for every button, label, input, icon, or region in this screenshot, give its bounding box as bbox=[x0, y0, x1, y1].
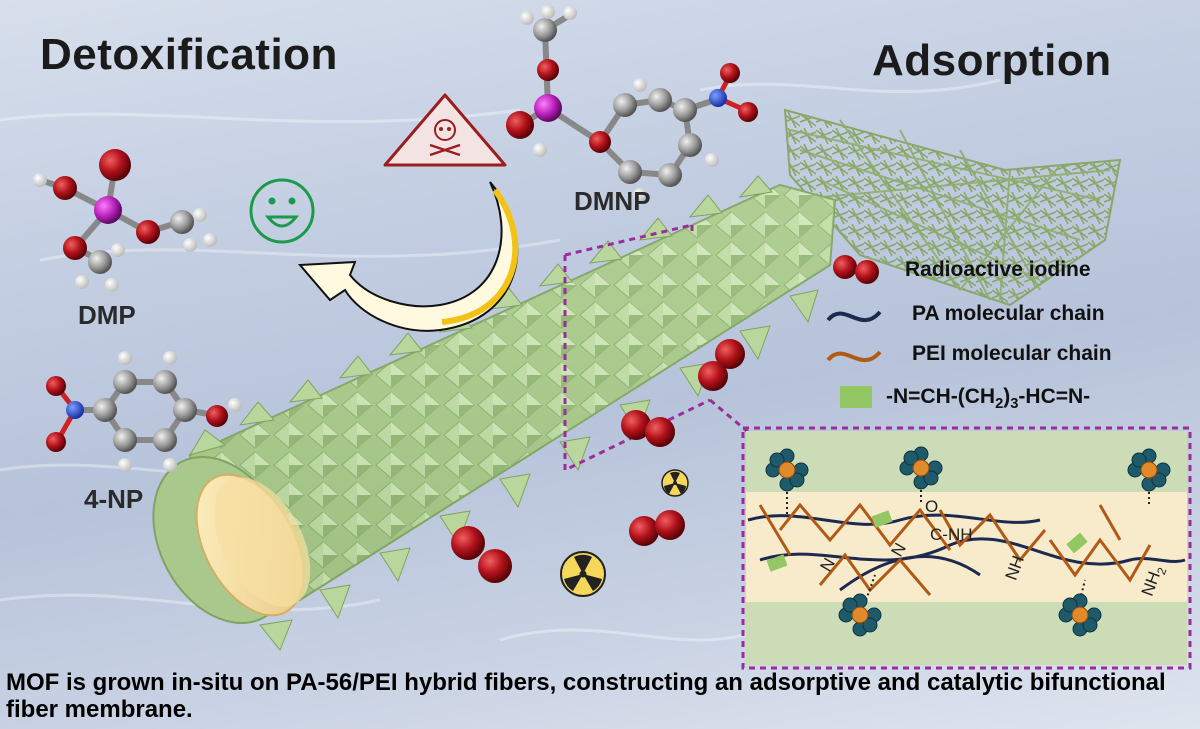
legend-iodine: Radioactive iodine bbox=[905, 258, 1091, 281]
mof-cluster-icon bbox=[765, 448, 809, 492]
toxic-hazard-icon bbox=[383, 93, 507, 167]
radiation-icon bbox=[661, 469, 689, 497]
inset-cnh-label: C-NH bbox=[930, 525, 973, 544]
4np-label: 4-NP bbox=[84, 484, 144, 514]
4np-molecule bbox=[46, 351, 242, 472]
adsorption-title: Adsorption bbox=[872, 36, 1112, 85]
legend-glyphs bbox=[826, 255, 882, 408]
dmnp-molecule bbox=[506, 5, 758, 202]
smiley-icon bbox=[249, 178, 315, 244]
mof-cluster-icon bbox=[838, 593, 882, 637]
mof-cluster-icon bbox=[899, 446, 943, 490]
fiber-membrane bbox=[783, 108, 1122, 307]
mof-cluster-icon bbox=[1058, 593, 1102, 637]
figure-caption: MOF is grown in-situ on PA-56/PEI hybrid… bbox=[6, 669, 1166, 723]
legend-pei: PEI molecular chain bbox=[912, 342, 1112, 365]
iodine-molecules bbox=[451, 339, 745, 583]
mof-cluster-icon bbox=[1127, 448, 1171, 492]
dmnp-label: DMNP bbox=[574, 186, 651, 216]
dmp-molecule bbox=[33, 149, 217, 292]
dmp-label: DMP bbox=[78, 300, 136, 330]
legend-linker: -N=CH-(CH2)3-HC=N- bbox=[886, 385, 1091, 413]
mof-fiber bbox=[152, 175, 837, 651]
legend-pa: PA molecular chain bbox=[912, 302, 1105, 325]
detoxification-title: Detoxification bbox=[40, 30, 338, 79]
conversion-arrow bbox=[297, 181, 519, 332]
inset-structure bbox=[746, 431, 1187, 665]
radiation-icon bbox=[560, 551, 606, 597]
inset-o-label: O bbox=[925, 497, 939, 516]
